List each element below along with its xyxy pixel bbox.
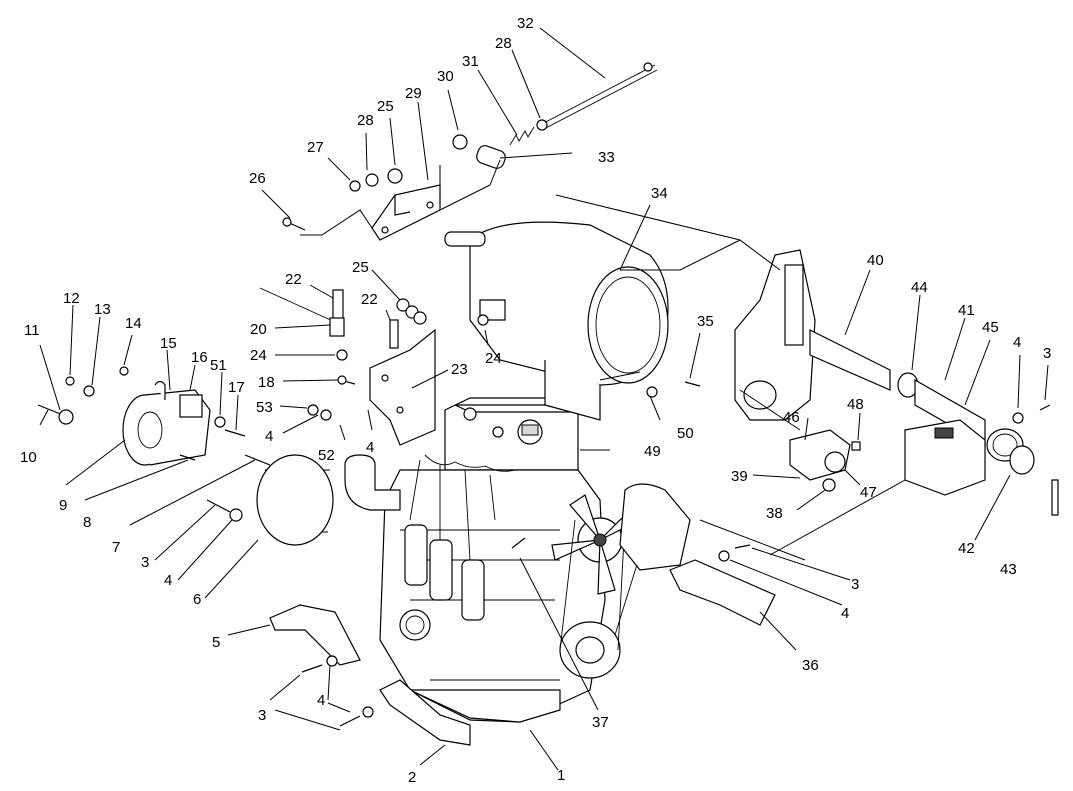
- callout-46: 46: [783, 409, 800, 426]
- callout-1: 1: [557, 767, 565, 784]
- callout-20: 20: [250, 321, 267, 338]
- callout-36: 36: [802, 657, 819, 674]
- flange: [789, 429, 851, 492]
- callout-22-mid: 22: [361, 291, 378, 308]
- callout-32: 32: [517, 15, 534, 32]
- callout-50: 50: [677, 425, 694, 442]
- callout-28: 28: [495, 35, 512, 52]
- callout-25-mid: 25: [352, 259, 369, 276]
- callout-9: 9: [59, 497, 67, 514]
- callout-41: 41: [958, 302, 975, 319]
- callout-16: 16: [191, 349, 208, 366]
- mounting-brackets: [269, 559, 776, 746]
- bracket-29: [371, 184, 441, 241]
- callout-24-mid: 24: [485, 350, 502, 367]
- muffler-bracket: [369, 328, 436, 446]
- callout-26: 26: [249, 170, 266, 187]
- callout-5: 5: [212, 634, 220, 651]
- callout-29: 29: [405, 85, 422, 102]
- cover-plate: [256, 454, 334, 546]
- callout-24-left: 24: [250, 347, 267, 364]
- callout-43: 43: [1000, 561, 1017, 578]
- callout-25-top: 25: [377, 98, 394, 115]
- callout-2: 2: [408, 769, 416, 786]
- callout-14: 14: [125, 315, 142, 332]
- callout-4-right: 4: [1013, 334, 1021, 351]
- engine-block: [344, 397, 691, 723]
- callout-6: 6: [193, 591, 201, 608]
- callout-4-left: 4: [265, 428, 273, 445]
- hardware: [37, 62, 1051, 727]
- callout-4-lower-right: 4: [841, 605, 849, 622]
- callout-11: 11: [24, 322, 40, 339]
- muffler: [444, 221, 669, 421]
- callout-17: 17: [228, 379, 245, 396]
- callout-3-right: 3: [1043, 345, 1051, 362]
- callout-35: 35: [697, 313, 714, 330]
- callout-22-left: 22: [285, 271, 302, 288]
- callout-3-lower-left: 3: [141, 554, 149, 571]
- callout-49: 49: [644, 443, 661, 460]
- callout-30: 30: [437, 68, 454, 85]
- callout-12: 12: [63, 290, 80, 307]
- alternator: [122, 380, 211, 466]
- callout-53: 53: [256, 399, 273, 416]
- callout-39: 39: [731, 468, 748, 485]
- callout-37: 37: [592, 714, 609, 731]
- callout-27: 27: [307, 139, 324, 156]
- callout-45: 45: [982, 319, 999, 336]
- callout-44: 44: [911, 279, 928, 296]
- callout-33: 33: [598, 149, 615, 166]
- callout-8: 8: [83, 514, 91, 531]
- callout-38: 38: [766, 505, 783, 522]
- callout-18: 18: [258, 374, 275, 391]
- callout-51: 51: [210, 357, 227, 374]
- callout-4-mid: 4: [366, 439, 374, 456]
- callout-3-lower-right: 3: [851, 576, 859, 593]
- callout-40: 40: [867, 252, 884, 269]
- callout-52: 52: [318, 447, 335, 464]
- callout-34: 34: [651, 185, 668, 202]
- callout-47: 47: [860, 484, 877, 501]
- callout-31: 31: [462, 53, 479, 70]
- callout-10: 10: [20, 449, 37, 466]
- callout-4-lower-left: 4: [164, 572, 172, 589]
- callout-13: 13: [94, 301, 111, 318]
- callout-48: 48: [847, 396, 864, 413]
- leader-lines: [39, 27, 1049, 771]
- callout-labels: 32 28 31 30 33 29 25 28 27 26 34 22 25 2…: [20, 15, 1051, 786]
- callout-23: 23: [451, 361, 468, 378]
- callout-42: 42: [958, 540, 975, 557]
- drive-shaft-assembly: [734, 249, 1059, 516]
- callout-7: 7: [112, 539, 120, 556]
- callout-4-bottom: 4: [317, 692, 325, 709]
- callout-15: 15: [160, 335, 177, 352]
- callout-3-bottom: 3: [258, 707, 266, 724]
- callout-28-left: 28: [357, 112, 374, 129]
